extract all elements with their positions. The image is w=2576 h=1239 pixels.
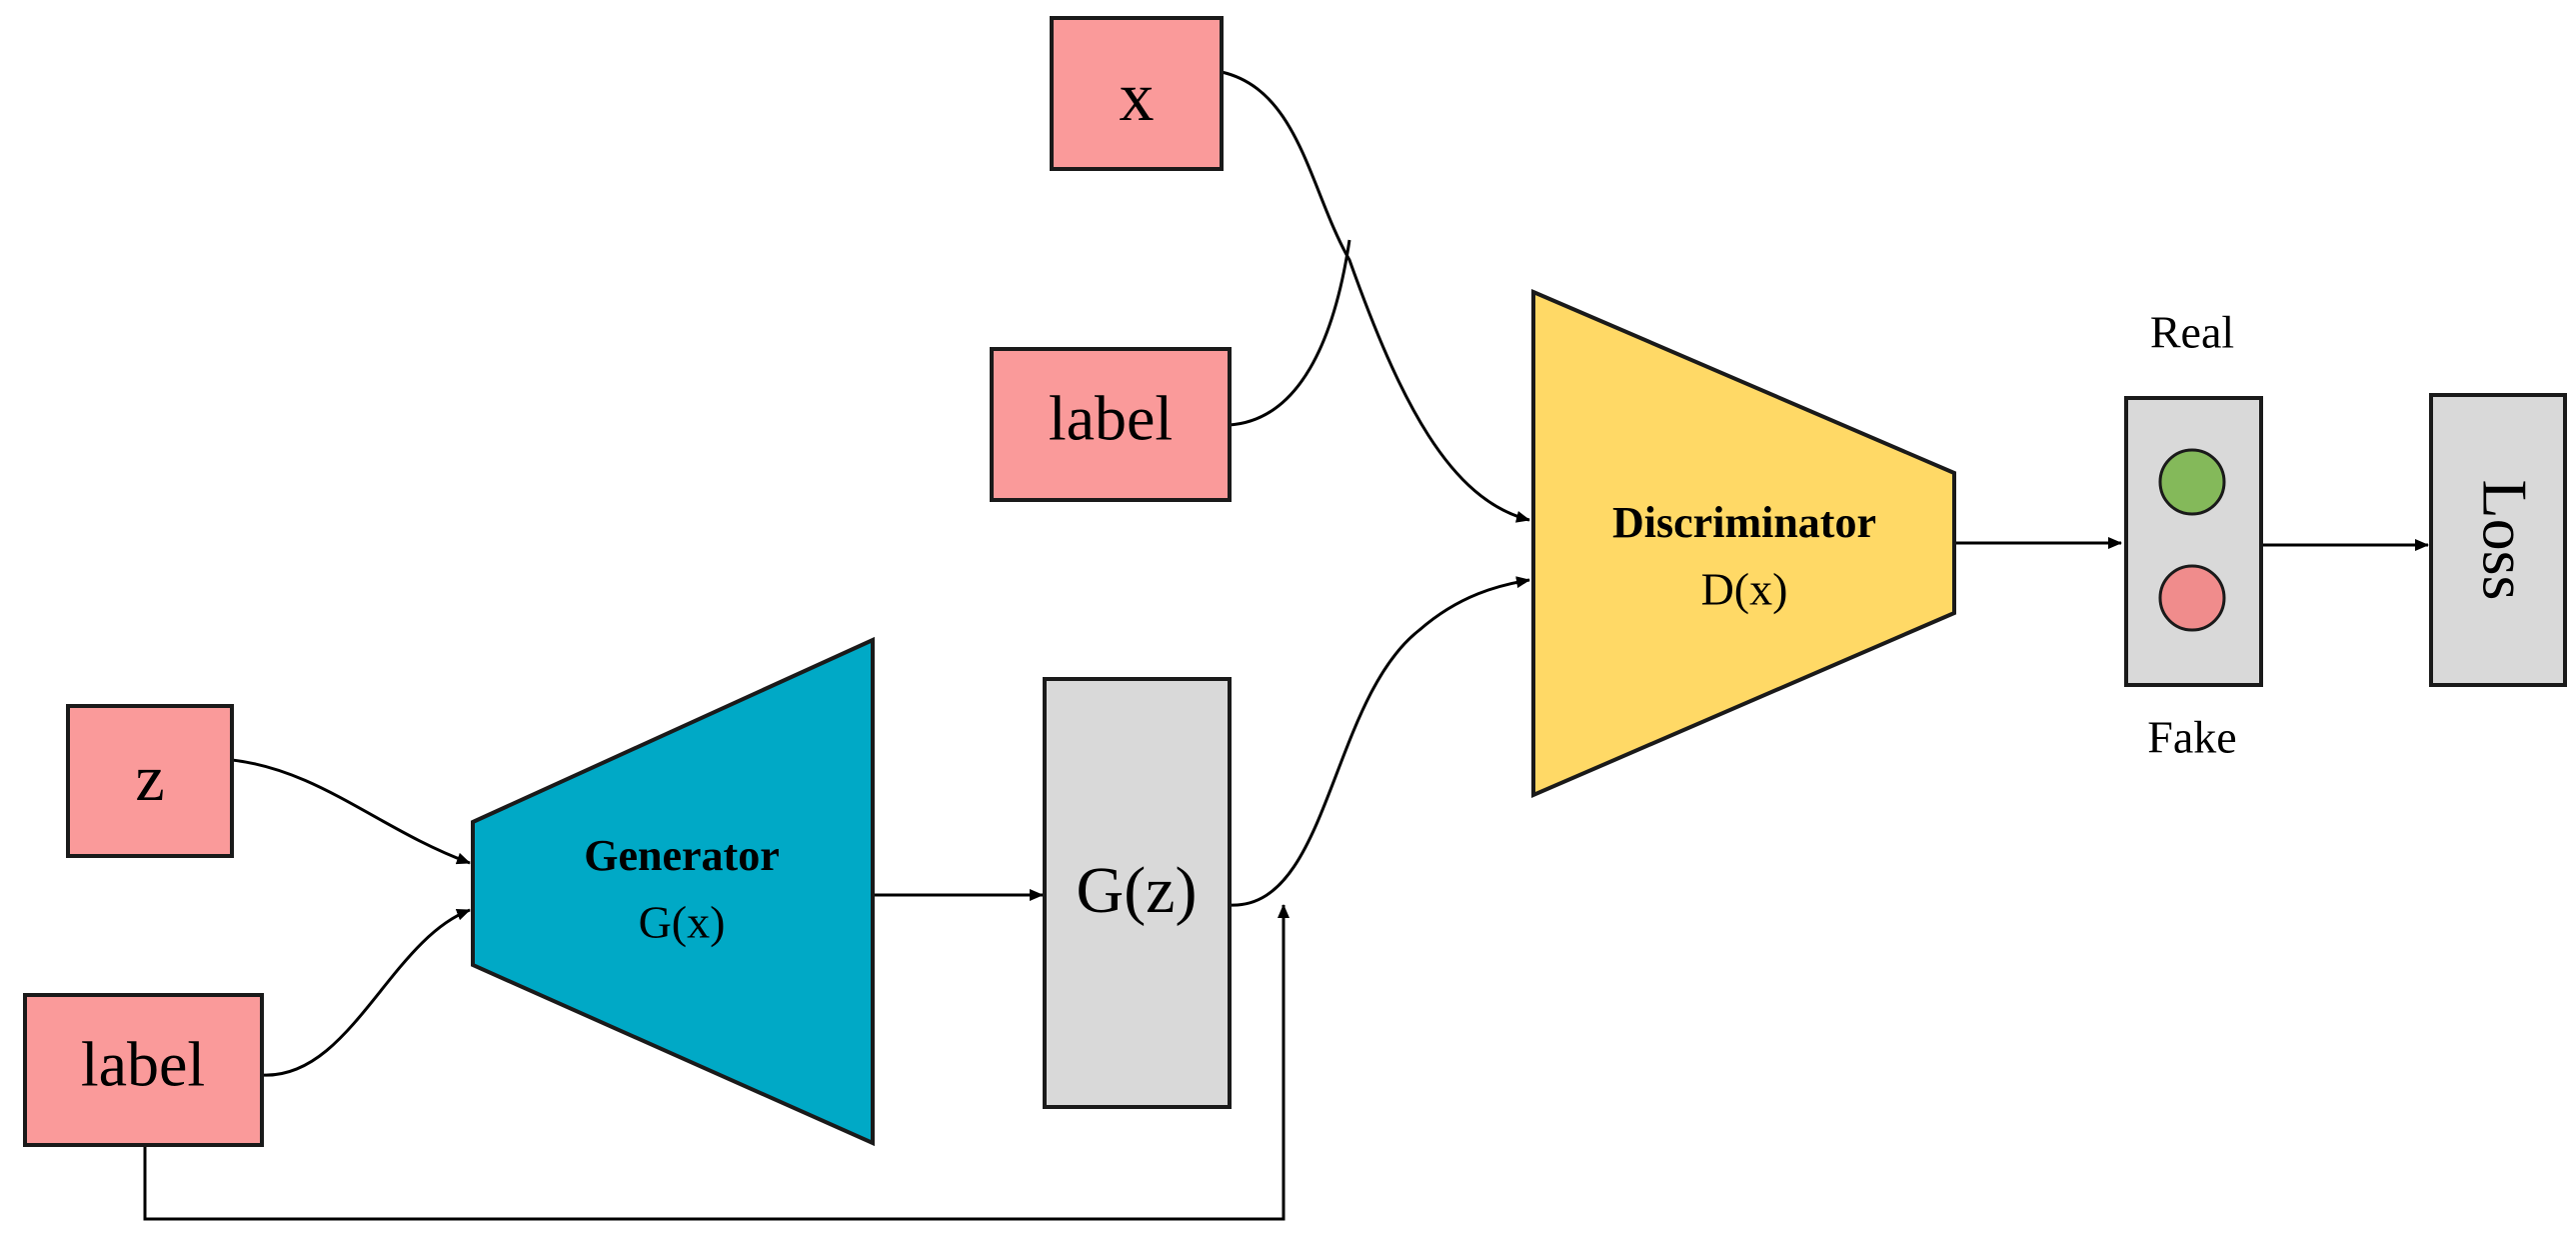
- real-indicator: [2158, 448, 2226, 516]
- x-input-label: x: [1120, 59, 1155, 136]
- z-input-label: z: [135, 742, 164, 815]
- discriminator-block: Discriminator D(x): [1531, 288, 1956, 799]
- gz-output-label: G(z): [1077, 854, 1198, 927]
- line-label-to-merge: [1229, 239, 1351, 427]
- real-label: Real: [2150, 307, 2234, 358]
- label-disc-text: label: [1049, 383, 1173, 454]
- output-box: [2124, 396, 2263, 687]
- loss-label: Loss: [2469, 480, 2540, 601]
- arrow-x-to-discriminator: [1221, 70, 1530, 523]
- arrow-gz-to-discriminator: [1229, 576, 1530, 907]
- label-gen-box: label: [23, 993, 264, 1147]
- gz-output-box: G(z): [1043, 677, 1232, 1109]
- arrow-label-to-generator: [261, 908, 471, 1077]
- connectors: [143, 70, 2429, 1221]
- generator-title: Generator: [584, 831, 779, 880]
- arrow-z-to-generator: [231, 758, 471, 865]
- label-disc-box: label: [990, 347, 1232, 502]
- arrow-label-bypass: [143, 904, 1289, 1221]
- fake-label: Fake: [2147, 712, 2236, 763]
- discriminator-subtitle: D(x): [1701, 564, 1788, 615]
- generator-subtitle: G(x): [639, 897, 726, 948]
- x-input-box: x: [1050, 16, 1224, 171]
- generator-block: Generator G(x): [471, 636, 875, 1147]
- label-gen-text: label: [81, 1029, 205, 1100]
- fake-indicator: [2158, 564, 2226, 632]
- discriminator-title: Discriminator: [1612, 498, 1876, 547]
- loss-box: Loss: [2429, 393, 2567, 687]
- z-input-box: z: [66, 704, 234, 858]
